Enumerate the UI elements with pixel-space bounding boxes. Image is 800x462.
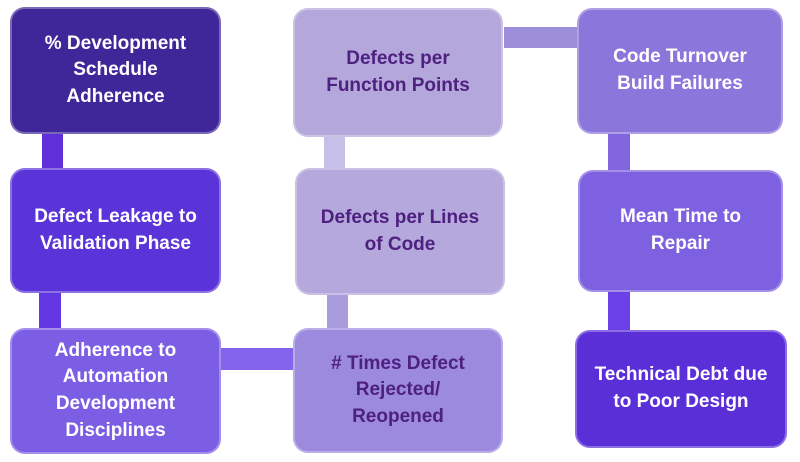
connector-mean-time-to-technical-debt [608, 290, 630, 332]
box-technical-debt-poor-design: Technical Debt due to Poor Design [575, 330, 787, 448]
box-defect-leakage-validation-phase: Defect Leakage to Validation Phase [10, 168, 221, 293]
connector-function-points-to-lines-of-code [324, 135, 345, 170]
box-mean-time-to-repair: Mean Time to Repair [578, 170, 783, 292]
connector-automation-to-times-rejected [220, 348, 294, 370]
box-code-turnover-build-failures: Code Turnover Build Failures [577, 8, 783, 134]
box-defects-per-lines-of-code: Defects per Lines of Code [295, 168, 505, 295]
connector-lines-of-code-to-times-rejected [327, 293, 348, 330]
connector-defect-leakage-to-automation [39, 291, 61, 330]
connector-schedule-adherence-to-defect-leakage [42, 132, 63, 170]
box-development-schedule-adherence: % Development Schedule Adherence [10, 7, 221, 134]
connector-build-failures-to-mean-time [608, 132, 630, 172]
box-adherence-automation-disciplines: Adherence to Automation Development Disc… [10, 328, 221, 454]
connector-function-points-to-build-failures [504, 27, 578, 48]
box-defects-per-function-points: Defects per Function Points [293, 8, 503, 137]
box-times-defect-rejected-reopened: # Times Defect Rejected/ Reopened [293, 328, 503, 453]
